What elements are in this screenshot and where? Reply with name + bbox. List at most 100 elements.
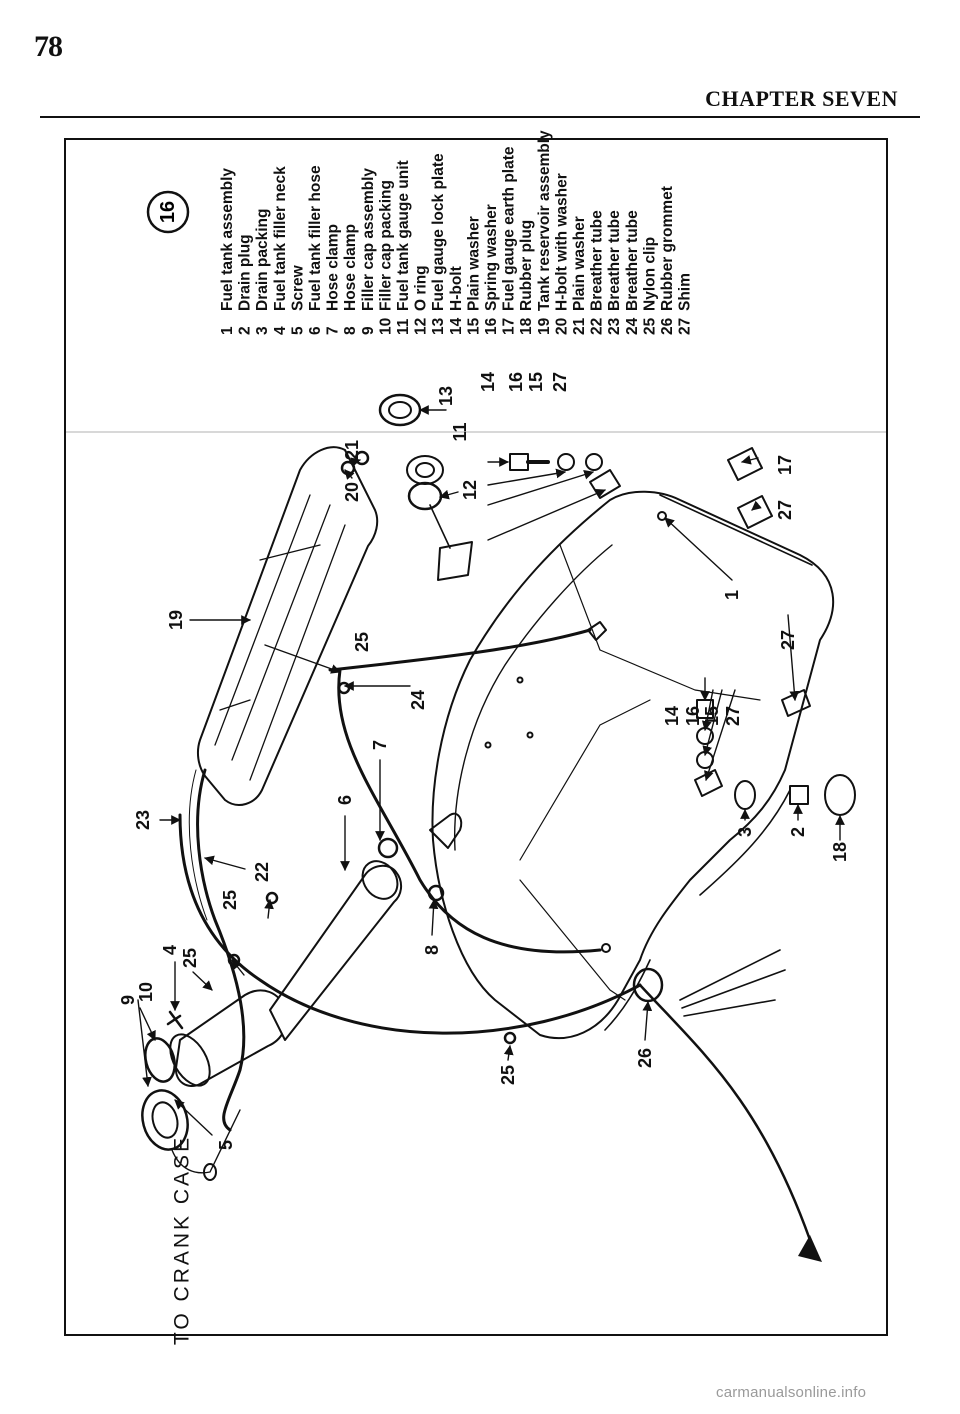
- callout-number: 22: [252, 862, 272, 882]
- callout-number: 2: [788, 827, 808, 837]
- callout-number: 14: [662, 706, 682, 726]
- callout-number: 6: [335, 795, 355, 805]
- legend-num: 5: [289, 326, 306, 335]
- legend-num: 7: [325, 326, 342, 335]
- legend-num: 17: [501, 318, 518, 335]
- callout-number: 16: [683, 706, 703, 726]
- legend-num: 23: [606, 317, 623, 335]
- legend-num: 15: [465, 317, 482, 335]
- filler-hose: [269, 864, 402, 1041]
- cap-retaining-chain: [171, 1109, 241, 1174]
- legend-num: 22: [589, 318, 606, 335]
- callout-number: 5: [216, 1140, 236, 1150]
- tank-hole: [484, 741, 492, 749]
- direction-label: TO CRANK CASE: [171, 1135, 194, 1345]
- screw: [166, 1010, 184, 1030]
- filler-neck-rim: [169, 1033, 211, 1087]
- legend-num: 11: [395, 318, 412, 335]
- legend-num: 24: [624, 317, 641, 335]
- tank-hole: [526, 731, 534, 739]
- drain-plug: [789, 785, 809, 805]
- nylon-clip: [337, 681, 351, 695]
- legend-text: Rubber plug: [518, 220, 535, 311]
- figure-number: 16: [157, 201, 179, 223]
- tank-reservoir: [196, 446, 379, 806]
- o-ring: [407, 481, 443, 511]
- callout-number: 8: [422, 945, 442, 955]
- legend-num: 6: [307, 326, 324, 335]
- gauge-unit-arm: [429, 504, 451, 549]
- legend-text: Plain washer: [571, 216, 588, 311]
- legend-text: Breather tube: [624, 210, 641, 311]
- callout-number: 27: [550, 372, 570, 392]
- legend-num: 9: [360, 326, 377, 335]
- fuel-tank-body: [431, 490, 834, 1040]
- breather-tube-24-b: [328, 628, 592, 672]
- legend-text: Rubber grommet: [659, 186, 676, 311]
- gauge-lock-plate-inner: [388, 401, 412, 419]
- legend-num: 27: [677, 318, 694, 335]
- drain-packing: [734, 780, 756, 810]
- earth-plate: [727, 447, 763, 481]
- legend-text: Tank reservoir assembly: [536, 130, 553, 311]
- header-rule: [40, 116, 920, 118]
- breather-tube-24: [337, 668, 602, 954]
- callout-number: 17: [775, 455, 795, 475]
- callout-number: 23: [133, 810, 153, 830]
- legend-text: Screw: [289, 264, 306, 311]
- legend-text: Hose clamp: [342, 224, 359, 311]
- callout-number: 25: [180, 948, 200, 968]
- legend-text: Fuel tank filler hose: [307, 165, 324, 311]
- callout-number: 25: [498, 1065, 518, 1085]
- spring-washer: [557, 453, 575, 471]
- gauge-unit-float: [437, 541, 473, 581]
- filler-cap: [141, 1089, 189, 1151]
- plain-washer: [585, 453, 603, 471]
- callout-number: 13: [436, 386, 456, 406]
- tank-breather-spigot: [587, 621, 607, 641]
- vent-tubes-right: [679, 949, 786, 1017]
- callout-number: 16: [506, 372, 526, 392]
- callout-number: 20: [342, 482, 362, 502]
- chain-tab: [203, 1163, 217, 1181]
- legend-text: O ring: [413, 265, 430, 311]
- callout-number: 26: [635, 1048, 655, 1068]
- legend-num: 16: [483, 317, 500, 335]
- legend-text: Filler cap packing: [377, 180, 394, 311]
- legend-text: Filler cap assembly: [360, 168, 377, 311]
- tank-filler-stub: [429, 812, 463, 849]
- tank-hole: [657, 511, 667, 521]
- legend-text: Fuel tank gauge unit: [395, 160, 412, 311]
- legend-num: 10: [377, 318, 394, 335]
- nylon-clip: [265, 891, 279, 905]
- tank-hole: [601, 943, 611, 953]
- figure-number-badge: 16: [146, 190, 190, 234]
- rubber-plug: [824, 774, 856, 816]
- gauge-unit-flange: [406, 455, 444, 485]
- callout-number: 14: [478, 372, 498, 392]
- legend-num: 8: [342, 326, 359, 335]
- page-number: 78: [34, 30, 63, 63]
- callout-number: 9: [118, 995, 138, 1005]
- filler-hose-end: [361, 860, 399, 900]
- callout-number: 27: [775, 500, 795, 520]
- callout-number: 12: [460, 480, 480, 500]
- watermark: carmanualsonline.info: [716, 1384, 867, 1401]
- legend-num: 13: [430, 317, 447, 335]
- legend-num: 26: [659, 317, 676, 335]
- legend-text: Fuel tank filler neck: [272, 166, 289, 311]
- legend-num: 1: [219, 326, 236, 335]
- legend-text: Fuel tank assembly: [219, 168, 236, 311]
- legend-text: Shim: [677, 273, 694, 311]
- callout-number: 27: [723, 706, 743, 726]
- callout-number: 25: [220, 890, 240, 910]
- legend-text: Drain plug: [237, 234, 254, 311]
- gauge-lock-plate: [378, 393, 422, 427]
- legend-text: Nylon clip: [641, 237, 658, 311]
- callout-number: 4: [160, 945, 180, 955]
- legend-num: 25: [641, 317, 658, 335]
- fuel-tank-panel-line: [559, 544, 761, 701]
- callout-number: 10: [136, 982, 156, 1002]
- legend-num: 20: [553, 318, 570, 335]
